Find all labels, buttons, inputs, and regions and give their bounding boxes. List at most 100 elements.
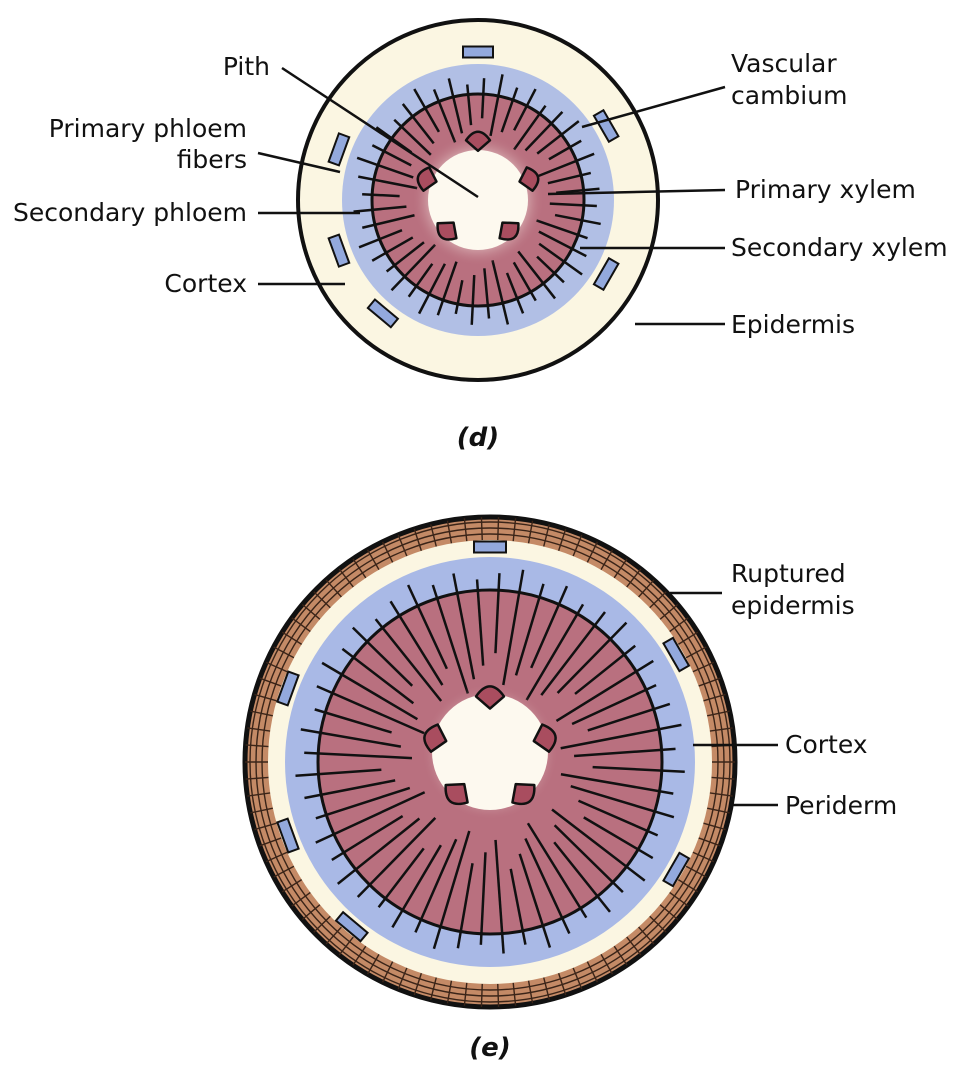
xylem-ray (385, 241, 425, 273)
periderm-cell-wall (313, 915, 331, 933)
xylem-ray (452, 573, 476, 680)
periderm-cell-wall (677, 879, 699, 893)
periderm-cell-wall (338, 936, 354, 956)
xylem-ray (377, 847, 425, 908)
xylem-ray (560, 773, 674, 795)
xylem-ray (592, 765, 685, 773)
xylem-ray (432, 830, 471, 950)
xylem-ray (356, 816, 437, 898)
periderm-cell-wall (291, 617, 311, 633)
xylem-ray (524, 111, 564, 152)
primary-phloem-fiber (592, 256, 620, 292)
xylem-ray (577, 799, 659, 837)
xylem-ray (316, 685, 425, 735)
label-vascular-cambium-line2: cambium (731, 81, 847, 110)
periderm-cell-wall (325, 926, 342, 945)
xylem-ray (407, 263, 434, 298)
xylem-ray (536, 120, 580, 155)
periderm-cell-wall (259, 677, 282, 687)
xylem-ray (551, 808, 646, 882)
xylem-ray (436, 261, 458, 316)
primary-phloem-fiber (327, 132, 351, 167)
periderm-cell-wall (245, 744, 269, 748)
periderm-cell-wall (659, 603, 679, 620)
periderm-cell-wall (527, 520, 534, 544)
xylem-ray (389, 600, 444, 686)
xylem-ray (470, 275, 476, 325)
vascular-cambium-d (370, 92, 586, 308)
xylem-ray (358, 175, 418, 190)
periderm-cell-wall (497, 517, 500, 541)
periderm-cell-wall (527, 980, 534, 1004)
label-primary-phloem-fibers-line2: fibers (177, 145, 247, 174)
periderm-cell-wall (649, 915, 667, 933)
xylem-ray (538, 242, 583, 276)
leader-vascular-cambium (581, 85, 726, 129)
periderm-cell-wall (245, 776, 269, 780)
periderm-cell-wall (709, 727, 733, 732)
xylem-ray (331, 815, 404, 861)
periderm-cell-wall (480, 517, 483, 541)
periderm-cell-wall (463, 982, 468, 1006)
periderm-cell-wall (281, 879, 303, 893)
primary-xylem-strand (518, 166, 540, 192)
xylem-ray (526, 822, 588, 919)
xylem-ray (314, 708, 392, 734)
xylem-ray (549, 202, 597, 208)
periderm-cell-wall (259, 837, 282, 847)
label-epidermis: Epidermis (731, 310, 855, 339)
xylem-ray (315, 786, 411, 820)
periderm-cell-wall (301, 904, 321, 921)
periderm-cell-wall (543, 977, 550, 1000)
label-ruptured-epidermis-line1: Ruptured (731, 559, 846, 588)
xylem-ray (547, 171, 592, 185)
primary-xylem-group-d (416, 130, 540, 241)
leader-primary-phloem-fibers (257, 151, 341, 174)
periderm-cell-wall (572, 967, 583, 990)
xylem-ray (560, 723, 682, 750)
xylem-ray (479, 852, 487, 945)
periderm-cell-wall (709, 792, 733, 797)
xylem-ray (454, 280, 464, 315)
periderm-cell-wall (698, 837, 721, 847)
periderm-cell-wall (497, 983, 500, 1007)
xylem-ray (456, 863, 474, 949)
vascular-cambium-e (316, 588, 664, 936)
xylem-ray (583, 816, 654, 860)
xylem-ray (351, 626, 414, 687)
periderm-cell-wall (698, 677, 721, 687)
xylem-ray (587, 702, 671, 732)
xylem-ray (483, 268, 491, 319)
xylem-ray (432, 88, 457, 143)
xylem-ray (517, 250, 557, 300)
periderm-cell-wall (659, 904, 679, 921)
label-secondary-phloem: Secondary phloem (13, 198, 247, 227)
xylem-ray (538, 230, 587, 258)
xylem-ray (555, 659, 654, 722)
periderm-cell-wall (557, 972, 567, 996)
primary-phloem-fiber (366, 298, 400, 329)
xylem-ray (540, 611, 606, 696)
xylem-ray (553, 841, 611, 913)
periderm-cell-wall (301, 603, 321, 620)
periderm-cell-wall (669, 891, 689, 907)
primary-phloem-fiber (592, 108, 620, 144)
periderm-cell-wall (711, 776, 735, 780)
periderm-cell-wall (692, 661, 715, 673)
periderm-cell-wall (677, 631, 699, 645)
periderm-cell-wall (397, 967, 408, 990)
periderm-cell-wall (685, 646, 707, 659)
primary-xylem-strand (474, 685, 506, 710)
xylem-ray (491, 259, 510, 325)
primary-phloem-fiber (327, 233, 351, 268)
label-cortex-e: Cortex (785, 730, 868, 759)
periderm-cell-wall (707, 807, 730, 814)
xylem-ray (512, 261, 537, 302)
periderm-cell-wall (273, 646, 295, 659)
primary-phloem-fiber (462, 45, 494, 59)
periderm-cell-wall (250, 807, 273, 814)
xylem-ray (371, 144, 412, 167)
xylem-ray (336, 817, 421, 885)
caption-e: (e) (469, 1033, 510, 1063)
